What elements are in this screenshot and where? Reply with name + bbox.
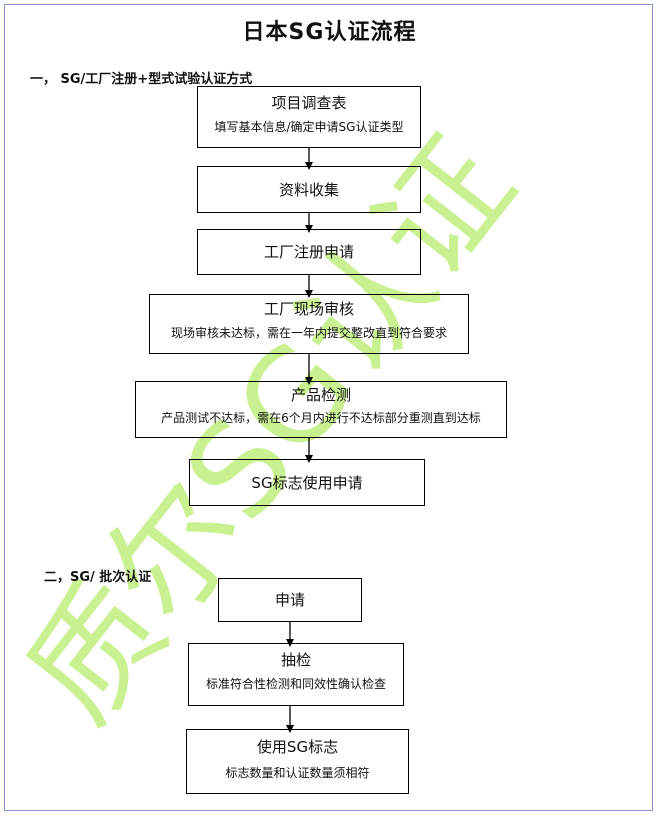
step-factory-registration: 工厂注册申请 [197, 229, 421, 275]
step-sg-mark-application: SG标志使用申请 [189, 459, 425, 506]
step-apply: 申请 [218, 578, 362, 622]
step-desc: 产品测试不达标，需在6个月内进行不达标部分重测直到达标 [161, 411, 481, 425]
page-title: 日本SG认证流程 [242, 20, 417, 45]
step-title: 资料收集 [278, 180, 339, 199]
step-use-sg-mark: 使用SG标志 标志数量和认证数量须相符 [186, 729, 409, 794]
step-title: 工厂注册申请 [263, 243, 354, 261]
step-desc: 标准符合性检测和同效性确认检查 [205, 677, 386, 691]
section-1-heading: 一， SG/工厂注册+型式试验认证方式 [30, 72, 253, 87]
step-product-testing: 产品检测 产品测试不达标，需在6个月内进行不达标部分重测直到达标 [135, 381, 507, 438]
step-title: 抽检 [280, 651, 311, 669]
step-title: 产品检测 [290, 386, 351, 404]
step-title: 申请 [274, 591, 305, 609]
page-frame [4, 4, 653, 811]
step-desc: 填写基本信息/确定申请SG认证类型 [214, 120, 404, 134]
step-desc: 现场审核未达标，需在一年内提交整改直到符合要求 [170, 326, 447, 340]
section-2-heading: 二，SG/ 批次认证 [44, 570, 152, 585]
step-project-survey: 项目调查表 填写基本信息/确定申请SG认证类型 [197, 86, 421, 148]
step-title: SG标志使用申请 [251, 473, 363, 492]
step-title: 使用SG标志 [256, 738, 339, 756]
step-title: 工厂现场审核 [263, 300, 354, 318]
step-sampling-inspection: 抽检 标准符合性检测和同效性确认检查 [188, 643, 404, 706]
step-desc: 标志数量和认证数量须相符 [225, 766, 370, 780]
step-document-collection: 资料收集 [197, 166, 421, 213]
step-title: 项目调查表 [271, 94, 347, 112]
step-factory-audit: 工厂现场审核 现场审核未达标，需在一年内提交整改直到符合要求 [149, 294, 469, 354]
